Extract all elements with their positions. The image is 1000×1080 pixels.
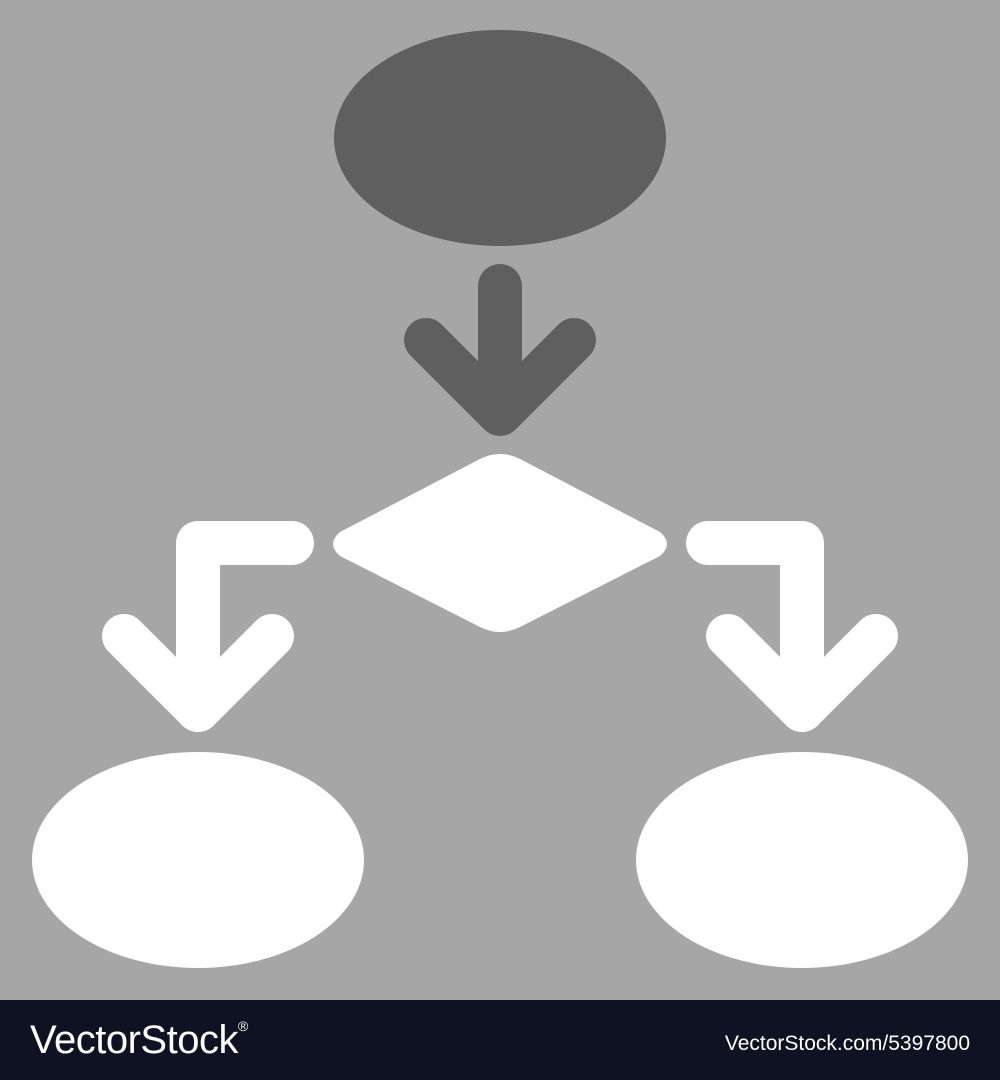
left-result-node-shape [32, 752, 364, 968]
start-node-shape [334, 30, 666, 246]
image-credit: VectorStock.com/5397800 [724, 1032, 970, 1055]
down-arrow-icon [404, 264, 596, 436]
right-branch-arrow-icon [686, 521, 898, 732]
footer-bar: VectorStock® VectorStock.com/5397800 [0, 1000, 1000, 1080]
registered-mark: ® [237, 1018, 248, 1034]
left-branch-arrow-icon [102, 521, 314, 732]
decision-diamond-shape [333, 454, 667, 632]
brand-name: VectorStock [30, 1018, 238, 1062]
right-result-node-shape [636, 752, 968, 968]
flowchart-icon [32, 30, 968, 968]
brand-logo: VectorStock® [30, 1016, 248, 1064]
